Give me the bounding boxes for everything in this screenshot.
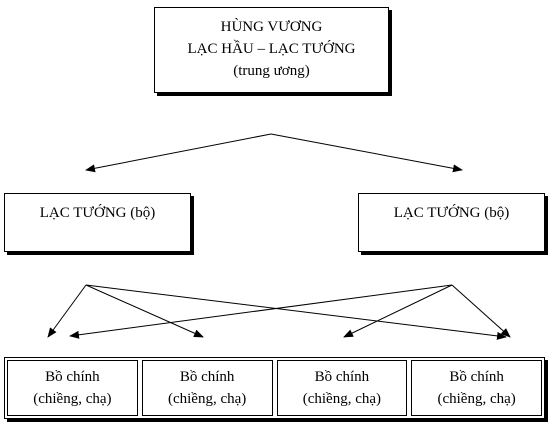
bo-chinh-row: Bồ chính (chiềng, chạ) Bồ chính (chiềng,… [4, 357, 545, 419]
central-level-label: (trung ương) [233, 63, 310, 79]
bo-chinh-title: Bồ chính [179, 369, 235, 385]
bo-chinh-subtitle: (chiềng, chạ) [302, 391, 382, 407]
bo-chinh-title: Bồ chính [45, 369, 100, 385]
bo-chinh-cell: Bồ chính (chiềng, chạ) [276, 360, 408, 416]
arrow-left-to-cell4 [85, 284, 507, 340]
bo-chinh-subtitle: (chiềng, chạ) [33, 391, 112, 407]
bo-chinh-subtitle: (chiềng, chạ) [167, 391, 247, 407]
arrow-right-to-cell1 [69, 284, 453, 339]
arrow-right-to-cell4 [451, 284, 511, 338]
bo-chinh-subtitle: (chiềng, chạ) [437, 391, 516, 407]
lac-tuong-box-right: LẠC TƯỚNG (bộ) [358, 193, 545, 252]
bo-chinh-cell: Bồ chính (chiềng, chạ) [7, 360, 138, 416]
bo-chinh-title: Bồ chính [314, 369, 370, 385]
central-leadership-box: HÙNG VƯƠNG LẠC HẦU – LẠC TƯỚNG (trung ươ… [154, 7, 389, 93]
arrow-right-to-cell3 [343, 284, 453, 338]
lac-tuong-box-left: LẠC TƯỚNG (bộ) [4, 193, 191, 252]
bo-chinh-cell: Bồ chính (chiềng, chạ) [141, 360, 273, 416]
arrow-left-to-cell1 [47, 284, 87, 338]
arrow-left-to-cell2 [85, 284, 204, 338]
lac-tuong-label: LẠC TƯỚNG (bộ) [39, 205, 156, 221]
central-officials: LẠC HẦU – LẠC TƯỚNG [187, 41, 356, 57]
bo-chinh-cell: Bồ chính (chiềng, chạ) [411, 360, 542, 416]
arrow-top-to-right [270, 133, 463, 173]
arrow-top-to-left [85, 133, 272, 173]
central-title: HÙNG VƯƠNG [220, 19, 323, 35]
bo-chinh-title: Bồ chính [449, 369, 504, 385]
lac-tuong-label: LẠC TƯỚNG (bộ) [393, 205, 510, 221]
